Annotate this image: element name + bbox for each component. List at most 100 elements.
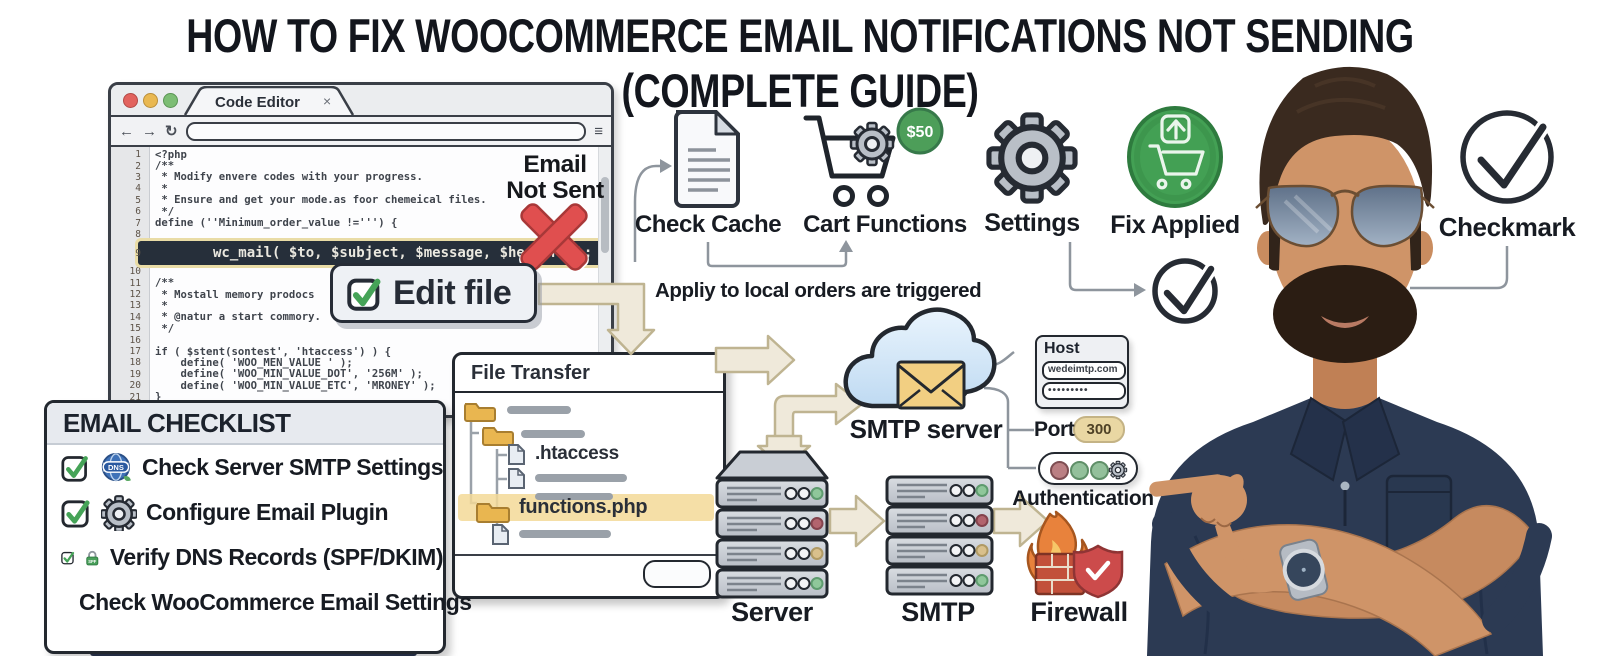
line-number: 1 <box>135 149 141 161</box>
browser-navbar: ← → ↻ ≡ <box>111 117 611 147</box>
browser-tab[interactable]: Code Editor × <box>181 86 357 115</box>
file-name-highlighted[interactable]: functions.php <box>519 496 648 518</box>
code-text: * <box>155 300 168 312</box>
file-icon[interactable] <box>491 523 511 547</box>
code-text: */ <box>155 322 175 335</box>
code-line: 12 * Mostall memory prodocs <box>111 288 611 301</box>
line-number: 2 <box>135 160 141 172</box>
sleeve-right <box>1482 523 1552 633</box>
checklist-item[interactable]: SPF Verify DNS Records (SPF/DKIM) <box>47 535 444 580</box>
code-line: 13 * <box>111 300 611 312</box>
line-number: 7 <box>135 217 141 229</box>
authentication-label: Authentication <box>1012 487 1154 510</box>
line-number: 15 <box>129 323 141 335</box>
code-text: /** <box>155 277 175 290</box>
tab-close-icon[interactable]: × <box>323 93 331 109</box>
line-number: 18 <box>129 357 141 369</box>
file-name-bar <box>519 530 611 538</box>
code-text: * @natur a start commory. <box>155 311 321 324</box>
edit-file-button[interactable]: Edit file <box>330 263 537 323</box>
line-number: 14 <box>129 311 141 323</box>
server-label: Server <box>731 597 813 627</box>
code-line: 1 <?php <box>111 148 611 161</box>
file-name[interactable]: .htaccess <box>535 443 619 464</box>
arrow-down-to-server <box>756 434 812 470</box>
close-dot-icon[interactable] <box>123 93 138 108</box>
code-line: 4 * <box>111 182 611 195</box>
firewall-icon <box>1026 510 1124 599</box>
code-line: 20 define( 'WOO_MIN_VALUE_ETC', 'MRONEY'… <box>111 380 611 392</box>
beard <box>1273 265 1417 363</box>
code-text: */ <box>155 205 175 218</box>
file-transfer-footer <box>455 554 723 596</box>
code-line: 18 define( 'WOO_MEN_VALUE ' ); <box>111 357 611 369</box>
hair <box>1259 66 1433 225</box>
auth-dot-green <box>1090 461 1109 480</box>
checklist-item[interactable]: DNS Check Server SMTP Settings <box>47 445 444 490</box>
port-value-box[interactable]: 300 <box>1073 416 1125 443</box>
line-number-gutter <box>111 147 150 415</box>
shield-check-icon <box>1072 544 1124 599</box>
shirt-button <box>1340 481 1350 491</box>
minimize-dot-icon[interactable] <box>143 93 158 108</box>
code-line: 16 <box>111 334 611 346</box>
apply-note-label: Appliy to local orders are triggered <box>655 279 982 302</box>
maximize-dot-icon[interactable] <box>163 93 178 108</box>
checkbox-checked-icon[interactable] <box>61 452 90 483</box>
line-number: 11 <box>129 277 141 289</box>
collar-left <box>1289 396 1349 482</box>
fix-applied-label: Fix Applied <box>1110 211 1240 239</box>
svg-text:SPF: SPF <box>89 558 98 563</box>
file-transfer-button[interactable] <box>643 560 711 588</box>
folder-icon[interactable] <box>463 397 497 423</box>
file-name-bar <box>535 474 627 482</box>
authentication-pill[interactable] <box>1038 452 1138 485</box>
checkbox-checked-icon <box>347 278 381 311</box>
checklist-item[interactable]: Configure Email Plugin <box>47 490 443 535</box>
arrow-server-to-smtp <box>828 494 886 548</box>
code-text: * Mostall memory prodocs <box>155 288 315 301</box>
file-icon[interactable] <box>507 467 527 491</box>
file-transfer-header: File Transfer <box>455 355 723 393</box>
host-input[interactable]: wedeimtp.com <box>1042 361 1126 380</box>
url-bar[interactable] <box>185 121 587 141</box>
folder-icon[interactable] <box>475 496 511 524</box>
code-line: 2/** <box>111 160 611 172</box>
email-checklist-panel: EMAIL CHECKLIST DNS Check Server SMTP Se… <box>44 400 472 654</box>
pointing-hand <box>1149 474 1277 593</box>
checkbox-checked-icon[interactable] <box>61 542 75 573</box>
password-input[interactable]: ••••••••• <box>1042 382 1126 400</box>
envelope-icon <box>896 360 966 410</box>
forward-icon[interactable]: → <box>142 122 157 140</box>
code-text: * <box>155 182 168 195</box>
checkmark-label: Checkmark <box>1438 212 1576 242</box>
scrollbar-thumb[interactable] <box>601 177 609 253</box>
file-transfer-title: File Transfer <box>471 361 590 384</box>
code-line: 10 <box>111 266 611 277</box>
collar-right <box>1341 396 1401 482</box>
code-text: * Ensure and get your mode.as foor cheme… <box>155 194 487 207</box>
svg-text:DNS: DNS <box>108 462 124 471</box>
firewall-label: Firewall <box>1030 597 1128 627</box>
reload-icon[interactable]: ↻ <box>165 122 178 140</box>
server-rack-icon <box>715 450 829 599</box>
back-icon[interactable]: ← <box>119 122 134 140</box>
menu-icon[interactable]: ≡ <box>594 122 603 140</box>
line-number: 3 <box>135 171 141 183</box>
checkbox-checked-icon[interactable] <box>61 497 92 528</box>
file-icon[interactable] <box>507 443 527 467</box>
code-line: 6 */ <box>111 205 611 218</box>
checklist-item[interactable]: Check WooCommerce Email Settings <box>47 580 472 625</box>
code-text: <?php <box>155 148 187 161</box>
line-number: 17 <box>129 346 141 358</box>
code-line: 5 * Ensure and get your mode.as foor che… <box>111 194 611 207</box>
line-number: 20 <box>129 380 141 392</box>
gear-icon <box>989 115 1075 201</box>
code-line: 3 * Modify envere codes with your progre… <box>111 171 611 183</box>
file-tree: .htaccess functions.php <box>455 393 723 556</box>
auth-dot-green <box>1070 461 1089 480</box>
code-text: define( 'WOO_MIN_VALUE_DOT', '256M' ); <box>155 368 423 381</box>
gear-icon <box>1108 460 1128 480</box>
mouth <box>1321 316 1369 328</box>
